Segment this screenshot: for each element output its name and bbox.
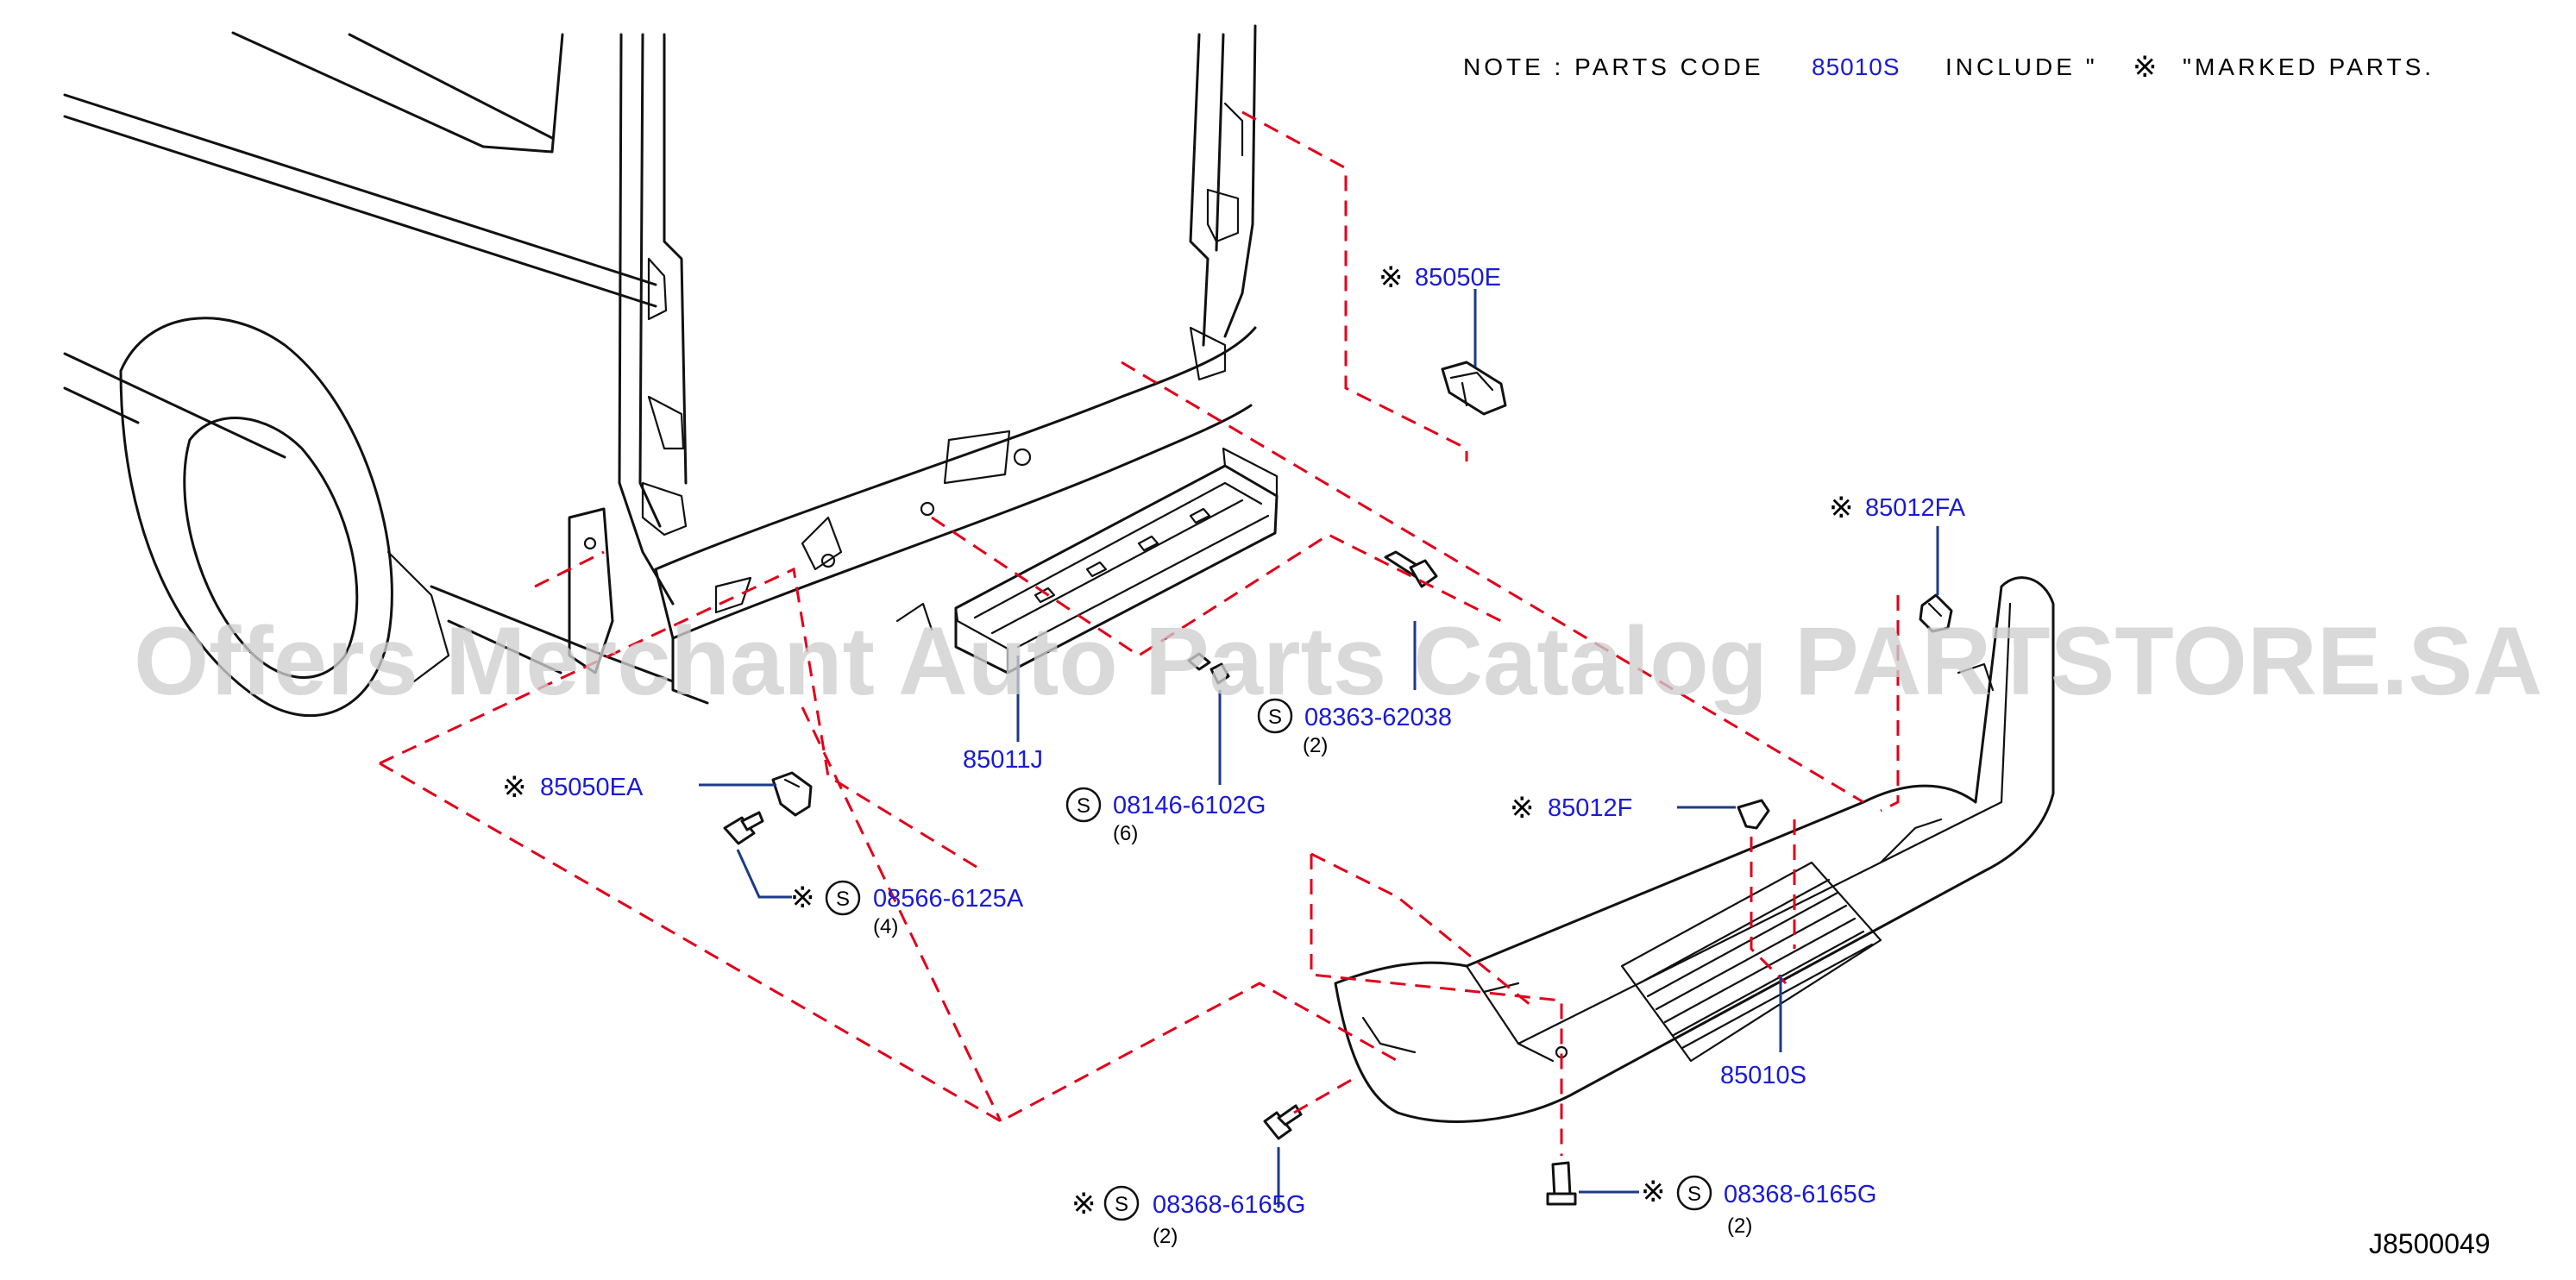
- retainer-85012fa-part: [1919, 593, 1953, 633]
- note-middle: INCLUDE ": [1945, 53, 2098, 80]
- callout-mark: ※: [1379, 260, 1404, 295]
- part-number-08368-6165g: 08368-6165G: [1724, 1181, 1876, 1208]
- callout-mark: ※: [502, 770, 527, 805]
- s-circle-icon: [1676, 1175, 1712, 1211]
- part-number-08363-62038: 08363-62038: [1304, 704, 1452, 731]
- callout-85011j: 85011J: [963, 746, 1043, 774]
- retainer-85012f-part: [1737, 799, 1770, 830]
- s-circle-icon: [1257, 698, 1293, 734]
- callout-85012fa: ※ 85012FA: [1829, 491, 1966, 525]
- s-symbol: S: [1268, 706, 1282, 729]
- clip-85050ea-part: [771, 771, 813, 817]
- van-body-outline: [63, 24, 1257, 718]
- callout-08363-62038: S 08363-62038 (2): [1257, 698, 1452, 757]
- part-number-08566-6125a: 08566-6125A: [873, 885, 1024, 913]
- s-symbol: S: [1077, 794, 1090, 818]
- callout-85012f: ※ 85012F: [1510, 791, 1632, 825]
- part-quantity: (2): [1727, 1214, 1752, 1238]
- s-symbol: S: [1115, 1193, 1128, 1216]
- diagram-reference-code: J8500049: [2369, 1228, 2491, 1259]
- callout-08146-6102g: S 08146-6102G (6): [1065, 787, 1266, 845]
- note-suffix: "MARKED PARTS.: [2183, 53, 2435, 80]
- callout-mark: ※: [1641, 1175, 1666, 1209]
- part-number-85010s: 85010S: [1720, 1062, 1806, 1089]
- s-circle-icon: [1065, 787, 1102, 823]
- callout-85010s: 85010S: [1720, 1062, 1806, 1089]
- rear-bumper-85010s-part: [1334, 576, 2055, 1123]
- part-number-85050e: 85050E: [1415, 264, 1501, 292]
- callout-08566-6125a: ※ S 08566-6125A (4): [790, 880, 1024, 938]
- part-quantity: (2): [1153, 1225, 1178, 1248]
- part-quantity: (2): [1303, 734, 1328, 757]
- part-quantity: (4): [873, 915, 898, 938]
- note-mark-symbol: ※: [2133, 50, 2158, 85]
- part-quantity: (6): [1113, 822, 1138, 845]
- callout-mark: ※: [1071, 1187, 1096, 1221]
- bolt-08363-62038-part: [1384, 550, 1438, 588]
- part-number-85011j: 85011J: [963, 746, 1043, 774]
- bolt-08566-6125a-part: [723, 811, 764, 845]
- callout-mark: ※: [790, 881, 815, 915]
- callout-85050e: ※ 85050E: [1379, 260, 1501, 295]
- s-symbol: S: [836, 888, 850, 911]
- bracket-85050e-part: [1441, 361, 1507, 416]
- step-rail-85011j-part: [954, 447, 1279, 675]
- s-circle-icon: [825, 880, 861, 916]
- part-number-85012fa: 85012FA: [1865, 494, 1966, 522]
- watermark-text: Offers Merchant Auto Parts Catalog PARTS…: [134, 607, 2542, 715]
- note-code: 85010S: [1812, 53, 1901, 80]
- callout-mark: ※: [1510, 791, 1535, 825]
- assembly-phantom-lines: [379, 110, 1900, 1156]
- parts-note: NOTE : PARTS CODE 85010S INCLUDE " ※ "MA…: [1463, 50, 2435, 85]
- leader-lines: [699, 289, 1939, 1208]
- s-symbol: S: [1687, 1183, 1701, 1206]
- bolt-08368-6165g-right-part: [1546, 1161, 1577, 1206]
- s-circle-icon: [1103, 1185, 1140, 1221]
- callout-08368-6165g-left: ※ S 08368-6165G (2): [1071, 1185, 1305, 1248]
- part-number-08368-6165g: 08368-6165G: [1153, 1191, 1305, 1219]
- clip-08146-6102g-part: [1187, 652, 1230, 685]
- callout-mark: ※: [1829, 491, 1854, 525]
- callout-85050ea: ※ 85050EA: [502, 770, 644, 805]
- note-prefix: NOTE : PARTS CODE: [1463, 53, 1764, 80]
- part-number-85012f: 85012F: [1548, 794, 1632, 822]
- part-number-85050ea: 85050EA: [540, 774, 644, 801]
- callout-08368-6165g-right: ※ S 08368-6165G (2): [1641, 1175, 1876, 1238]
- part-number-08146-6102g: 08146-6102G: [1113, 792, 1266, 819]
